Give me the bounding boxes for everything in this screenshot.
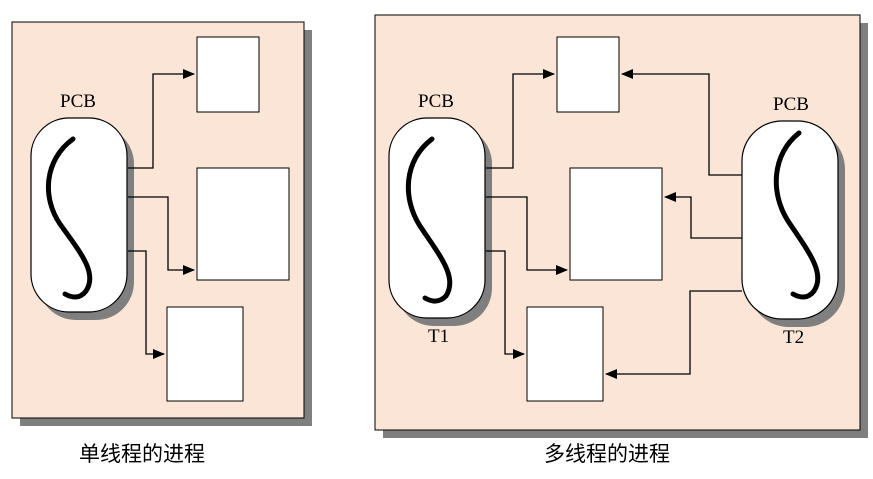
memory-block [569, 167, 663, 281]
memory-block [526, 306, 604, 402]
arrow [128, 69, 195, 169]
pcb-label-t1: PCB [418, 91, 454, 112]
pcb-capsule-t2 [741, 120, 845, 327]
thread-curve-icon [46, 136, 93, 300]
memory-block [196, 167, 290, 281]
thread-curve-icon [773, 130, 821, 300]
pcb-label-t2: PCB [773, 94, 809, 115]
memory-block [166, 306, 244, 402]
arrow [605, 290, 742, 379]
multi-thread-process-panel [374, 14, 868, 438]
thread-curve-icon [405, 136, 453, 304]
single-thread-process-panel [11, 21, 312, 426]
arrow [486, 69, 555, 169]
thread-label-t2: T2 [783, 327, 805, 348]
memory-block [196, 36, 260, 113]
pcb-capsule-t1 [388, 117, 492, 326]
thread-label-t1: T1 [428, 326, 450, 347]
arrow [621, 69, 742, 176]
arrow [486, 196, 568, 275]
right-caption: 多线程的进程 [544, 442, 670, 466]
arrow [128, 250, 165, 359]
pcb-label: PCB [60, 91, 96, 112]
arrow [486, 250, 525, 359]
pcb-capsule [30, 117, 134, 320]
arrow [128, 196, 195, 275]
left-caption: 单线程的进程 [79, 442, 205, 466]
memory-block [556, 36, 620, 113]
arrow [664, 192, 742, 239]
